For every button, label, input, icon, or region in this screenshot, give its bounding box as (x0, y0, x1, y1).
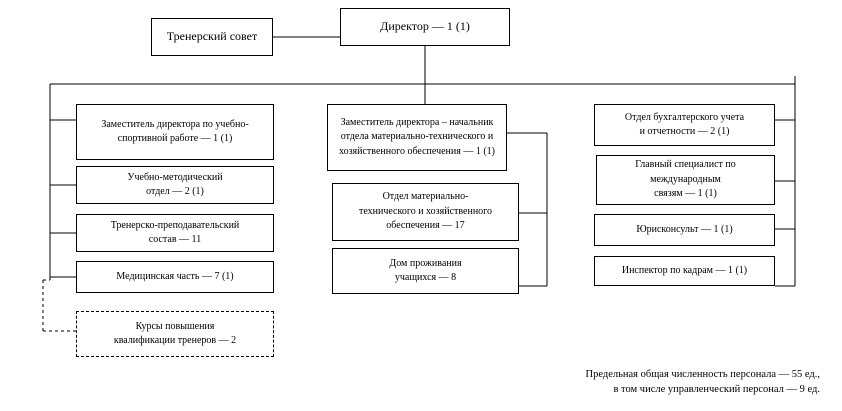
intl-specialist-box: Главный специалист по международным связ… (596, 155, 775, 205)
deputy-sport-box: Заместитель директора по учебно- спортив… (76, 104, 274, 160)
coaching-council-box: Тренерский совет (151, 18, 273, 56)
legal-adviser-box: Юрисконсульт — 1 (1) (594, 214, 775, 246)
coach-training-courses-box: Курсы повышения квалификации тренеров — … (76, 311, 274, 357)
deputy-logistics-box: Заместитель директора – начальник отдела… (327, 104, 507, 171)
accounting-dept-box: Отдел бухгалтерского учета и отчетности … (594, 104, 775, 146)
logistics-dept-box: Отдел материально- технического и хозяйс… (332, 183, 519, 241)
coaching-staff-box: Тренерско-преподавательский состав — 11 (76, 214, 274, 252)
dormitory-box: Дом проживания учащихся — 8 (332, 248, 519, 294)
staff-limit-note: Предельная общая численность персонала —… (585, 369, 821, 395)
hr-inspector-box: Инспектор по кадрам — 1 (1) (594, 256, 775, 286)
medical-unit-box: Медицинская часть — 7 (1) (76, 261, 274, 293)
director-box: Директор — 1 (1) (340, 8, 510, 46)
methodical-dept-box: Учебно-методический отдел — 2 (1) (76, 166, 274, 204)
